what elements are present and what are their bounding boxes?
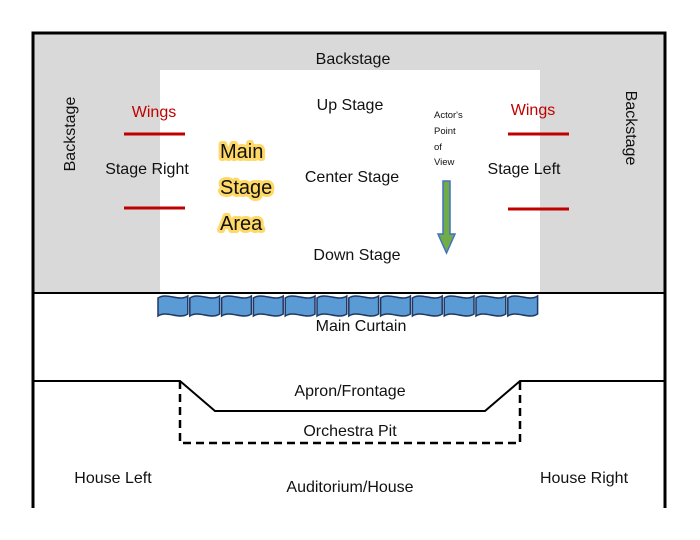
up-stage-label: Up Stage: [317, 97, 384, 114]
building-outline: [31, 31, 667, 508]
down-stage-label: Down Stage: [313, 247, 400, 264]
orchestra-pit-label: Orchestra Pit: [303, 423, 397, 440]
actors-pov-line-1: Actor's: [434, 110, 463, 121]
curtain-segment: [507, 294, 539, 318]
wings-lines-left: [124, 132, 185, 210]
curtain-segment: [157, 294, 189, 318]
wings-lines-right: [508, 132, 569, 211]
curtain-segment: [220, 294, 253, 318]
backstage-area: [33, 33, 665, 293]
main-stage-area-label: Main Stage Area: [217, 138, 275, 238]
curtain-segment: [348, 294, 380, 318]
main-stage-area-line-2: Stage: [220, 177, 272, 199]
center-stage-label: Center Stage: [305, 169, 399, 186]
actors-pov-label: Actor's Point of View: [434, 110, 463, 168]
curtain-segment: [284, 294, 316, 318]
stage-right-label: Stage Right: [105, 161, 189, 178]
backstage-left-label: Backstage: [62, 97, 79, 172]
actors-pov-line-2: Point: [434, 126, 456, 137]
curtain-segment: [443, 294, 475, 318]
wings-right-label: Wings: [511, 102, 555, 119]
actors-pov-line-3: of: [434, 142, 442, 153]
house-left-label: House Left: [74, 470, 152, 487]
apron-label: Apron/Frontage: [294, 383, 405, 400]
wings-left-label: Wings: [132, 104, 176, 121]
down-arrow-icon: [436, 180, 457, 255]
backstage-top-label: Backstage: [316, 51, 391, 68]
main-stage-area-line-1: Main: [220, 141, 263, 163]
apron-outline: [33, 380, 665, 412]
main-curtain-label: Main Curtain: [316, 318, 407, 335]
curtain-segment: [411, 294, 443, 318]
main-stage-area-line-3: Area: [220, 213, 263, 235]
curtain-segment: [316, 294, 348, 318]
orchestra-pit-outline: [178, 381, 522, 445]
auditorium-label: Auditorium/House: [286, 479, 413, 496]
curtain-segment: [189, 294, 221, 318]
house-right-label: House Right: [540, 470, 629, 487]
curtain-wave-icon: [157, 294, 539, 318]
actors-pov-line-4: View: [434, 157, 455, 168]
curtain-segment: [252, 294, 284, 318]
backstage-right-label: Backstage: [622, 91, 639, 166]
curtain-segment: [379, 294, 412, 318]
curtain-segment: [475, 294, 507, 318]
stage-left-label: Stage Left: [488, 161, 562, 178]
